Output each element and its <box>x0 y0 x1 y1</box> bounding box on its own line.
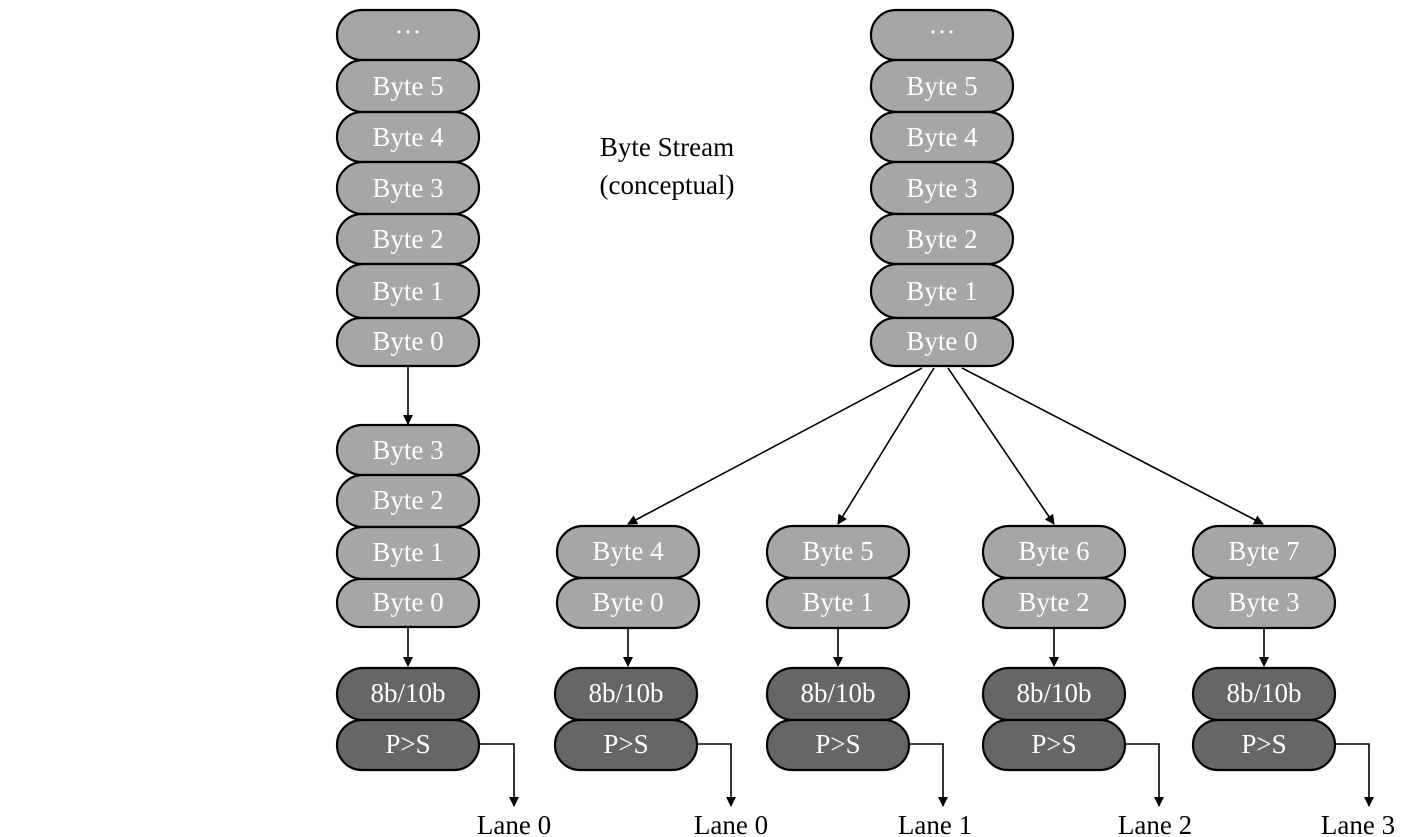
distribute-arrow-lane-2 <box>947 367 1055 525</box>
stream-ellipsis: ··· <box>929 17 956 47</box>
stream-byte: Byte 4 <box>906 122 978 152</box>
lane-label: Lane 0 <box>694 810 768 837</box>
buffer-byte: Byte 1 <box>372 537 443 567</box>
lane-label: Lane 2 <box>1118 810 1192 837</box>
lane-byte-top: Byte 5 <box>802 536 873 566</box>
stream-byte: Byte 5 <box>372 71 443 101</box>
distribute-arrow-lane-3 <box>961 367 1264 525</box>
lane-1-column: Byte 5 Byte 1 8b/10b P>S Lane 1 <box>765 524 972 837</box>
lane-3-column: Byte 7 Byte 3 8b/10b P>S Lane 3 <box>1191 524 1395 837</box>
stream-byte: Byte 2 <box>372 224 443 254</box>
stream-byte: Byte 1 <box>372 276 443 306</box>
buffer-byte: Byte 0 <box>372 587 443 617</box>
lane-byte-bottom: Byte 0 <box>592 587 663 617</box>
stream-byte: Byte 5 <box>906 71 977 101</box>
diagram-title-line-2: (conceptual) <box>600 170 735 200</box>
stream-byte: Byte 4 <box>372 122 444 152</box>
stream-byte: Byte 2 <box>906 224 977 254</box>
single-lane-label: Lane 0 <box>477 810 551 837</box>
single-lane-phy: 8b/10b P>S <box>335 666 481 772</box>
single-lane-output-wire <box>479 743 519 807</box>
lane-byte-bottom: Byte 3 <box>1228 587 1299 617</box>
single-lane-stream-stack: ··· Byte 5 Byte 4 Byte 3 Byte 2 Byte 1 B… <box>335 8 481 368</box>
encoder-label: 8b/10b <box>1016 678 1091 708</box>
lane-label: Lane 1 <box>898 810 972 837</box>
serializer-label: P>S <box>603 729 648 759</box>
stream-byte: Byte 3 <box>372 173 443 203</box>
encoder-label: 8b/10b <box>588 678 663 708</box>
serializer-label: P>S <box>1241 729 1286 759</box>
serializer-label: P>S <box>385 729 430 759</box>
buffer-byte: Byte 3 <box>372 435 443 465</box>
stream-byte: Byte 0 <box>906 326 977 356</box>
encoder-label: 8b/10b <box>800 678 875 708</box>
lane-byte-top: Byte 4 <box>592 536 664 566</box>
distribute-arrow-lane-1 <box>837 367 935 525</box>
distribute-arrow-lane-0 <box>627 367 923 525</box>
diagram-title-line-1: Byte Stream <box>600 132 734 162</box>
buffer-byte: Byte 2 <box>372 485 443 515</box>
lane-byte-top: Byte 6 <box>1018 536 1089 566</box>
stream-byte: Byte 3 <box>906 173 977 203</box>
multi-lane-stream-stack: ··· Byte 5 Byte 4 Byte 3 Byte 2 Byte 1 B… <box>869 8 1015 368</box>
lane-byte-bottom: Byte 1 <box>802 587 873 617</box>
lane-2-column: Byte 6 Byte 2 8b/10b P>S Lane 2 <box>981 524 1192 837</box>
serializer-label: P>S <box>815 729 860 759</box>
encoder-label: 8b/10b <box>370 678 445 708</box>
lane-0-column: Byte 4 Byte 0 8b/10b P>S Lane 0 <box>553 524 768 837</box>
single-lane-buffer-stack: Byte 3 Byte 2 Byte 1 Byte 0 <box>335 423 481 629</box>
serializer-label: P>S <box>1031 729 1076 759</box>
stream-byte: Byte 0 <box>372 326 443 356</box>
stream-byte: Byte 1 <box>906 276 977 306</box>
lane-byte-bottom: Byte 2 <box>1018 587 1089 617</box>
stream-ellipsis: ··· <box>395 17 422 47</box>
lane-byte-top: Byte 7 <box>1228 536 1299 566</box>
encoder-label: 8b/10b <box>1226 678 1301 708</box>
lane-label: Lane 3 <box>1321 810 1395 837</box>
